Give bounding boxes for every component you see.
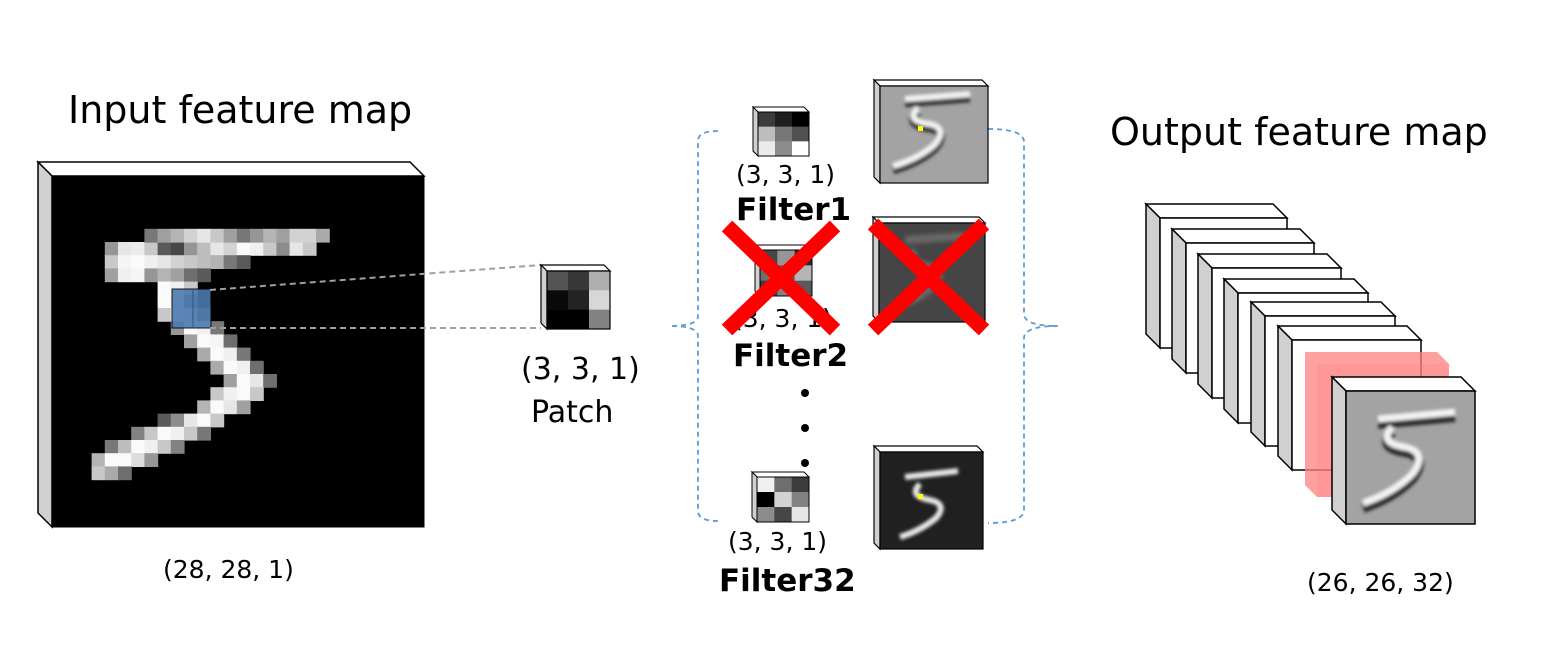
left-bracket — [669, 130, 719, 522]
input-feature-map-title: Input feature map — [68, 88, 413, 132]
filter1-kernel — [751, 105, 811, 158]
filter-ellipsis — [801, 389, 809, 467]
filter1-output-map — [872, 78, 990, 185]
filter32-output-map — [872, 444, 985, 551]
input-shape-label: (28, 28, 1) — [163, 555, 294, 584]
filter1-label: Filter1 — [736, 192, 852, 228]
patch-projection-line-top — [209, 264, 542, 291]
filter32-kernel — [750, 470, 811, 524]
patch-cube — [539, 263, 612, 331]
output-shape-label: (26, 26, 32) — [1307, 568, 1454, 597]
filter1-shape-label: (3, 3, 1) — [736, 160, 836, 189]
patch-shape-label: (3, 3, 1) — [521, 352, 640, 387]
output-feature-map-title: Output feature map — [1110, 110, 1488, 154]
filter2-cross-mark — [721, 220, 841, 336]
filter32-shape-label: (3, 3, 1) — [728, 527, 828, 556]
input-patch-highlight — [171, 288, 212, 329]
filter2-label: Filter2 — [733, 338, 849, 374]
output-front-map — [1330, 375, 1477, 526]
patch-label: Patch — [531, 395, 614, 430]
filter32-label: Filter32 — [719, 563, 856, 599]
input-feature-map — [36, 160, 426, 529]
right-bracket — [987, 128, 1059, 524]
filter2-output-cross-mark — [867, 218, 990, 336]
